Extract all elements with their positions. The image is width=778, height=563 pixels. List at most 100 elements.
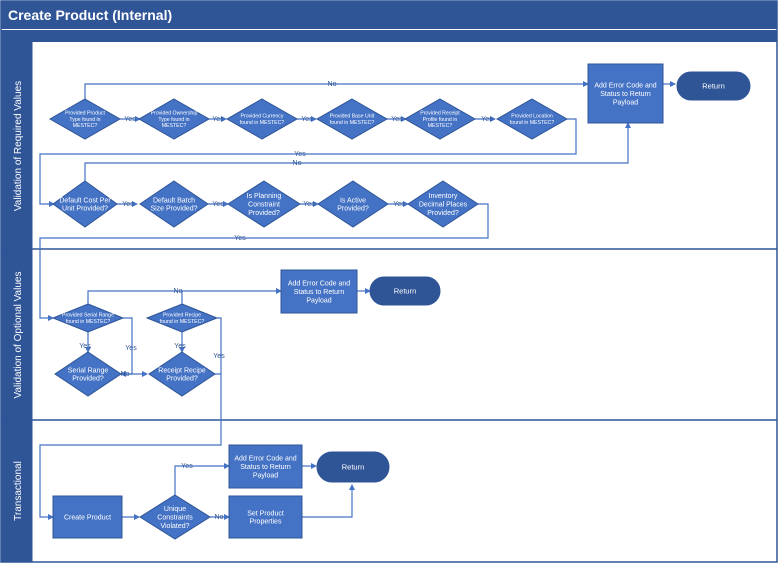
decision-recipe-found-text: found in MESTEC? bbox=[160, 319, 205, 325]
connector-no: No bbox=[215, 514, 224, 521]
decision-default-cost-text: Default Cost Per bbox=[59, 197, 111, 204]
connector-yes: Yes bbox=[181, 463, 193, 470]
decision-receipt-profile-text: Provided Receipt bbox=[420, 111, 460, 117]
decision-default-cost bbox=[52, 180, 118, 228]
connector-yes: Yes bbox=[212, 116, 224, 123]
lane-label-transactional: Transactional bbox=[13, 461, 24, 521]
error-box-transactional-text: Status to Return bbox=[240, 464, 291, 471]
decision-unique-constraints bbox=[139, 494, 211, 540]
decision-base-unit-text: Provided Base Unit bbox=[330, 114, 375, 120]
decision-unique-constraints-text: Violated? bbox=[160, 523, 189, 530]
lane-label-column bbox=[1, 42, 32, 562]
decision-inventory-decimal-text: Decimal Places bbox=[419, 201, 468, 208]
connector-no: No bbox=[293, 160, 302, 167]
decision-recipe-found-text: Provided Recipe bbox=[163, 313, 201, 319]
decision-default-batch bbox=[139, 180, 209, 228]
connector-yes: Yes bbox=[212, 201, 224, 208]
decision-planning-constraint bbox=[227, 180, 301, 228]
decision-is-active bbox=[317, 180, 389, 228]
connector-yes: Yes bbox=[481, 116, 493, 123]
decision-receipt-profile bbox=[403, 98, 477, 140]
error-box-required bbox=[587, 63, 664, 124]
decision-product-type-text: Type found in bbox=[69, 117, 100, 123]
decision-default-cost-text: Unit Provided? bbox=[62, 206, 108, 213]
connector-yes: Yes bbox=[303, 201, 315, 208]
decision-serial-range-provided-text: Serial Range bbox=[68, 367, 109, 374]
decision-serial-range-provided-text: Provided? bbox=[72, 376, 104, 383]
decision-default-batch-text: Default Batch bbox=[153, 197, 195, 204]
return-terminal-optional-text: Return bbox=[394, 287, 417, 296]
error-box-transactional-text: Payload bbox=[253, 472, 278, 479]
header-band bbox=[1, 30, 777, 42]
decision-inventory-decimal bbox=[407, 180, 479, 228]
error-box-required-text: Payload bbox=[613, 99, 638, 106]
error-box-optional-text: Add Error Code and bbox=[288, 281, 350, 288]
connector-no: No bbox=[328, 81, 337, 88]
decision-product-type bbox=[48, 98, 122, 140]
decision-location-text: Provided Location bbox=[511, 114, 553, 120]
return-terminal-required-text: Return bbox=[702, 82, 725, 91]
error-box-optional bbox=[280, 269, 358, 314]
decision-unique-constraints-text: Unique bbox=[164, 506, 186, 513]
decision-receipt-recipe-provided-text: Receipt Recipe bbox=[158, 367, 206, 374]
set-product-properties-box-text: Set Product bbox=[247, 510, 284, 517]
decision-unique-constraints-text: Constraints bbox=[157, 514, 193, 521]
title-bar bbox=[1, 1, 777, 29]
decision-ownership-type bbox=[137, 98, 211, 140]
error-box-transactional bbox=[228, 444, 303, 489]
decision-serial-range-provided bbox=[54, 351, 122, 397]
connector-yes: Yes bbox=[174, 343, 186, 350]
error-box-required-text: Status to Return bbox=[600, 91, 651, 98]
decision-receipt-profile-text: MESTEC? bbox=[428, 123, 453, 129]
error-box-required-text: Add Error Code and bbox=[594, 83, 656, 90]
set-product-properties-box bbox=[228, 495, 303, 539]
connector-yes: Yes bbox=[122, 201, 134, 208]
connector-yes: Yes bbox=[391, 116, 403, 123]
decision-inventory-decimal-text: Provided? bbox=[427, 210, 459, 217]
error-box-optional-text: Payload bbox=[306, 297, 331, 304]
decision-planning-constraint-text: Is Planning bbox=[247, 193, 282, 200]
page-title: Create Product (Internal) bbox=[8, 7, 172, 23]
connector-yes: Yes bbox=[301, 116, 313, 123]
return-terminal-optional bbox=[369, 276, 441, 306]
decision-receipt-recipe-provided-text: Provided? bbox=[166, 376, 198, 383]
decision-default-batch-text: Size Provided? bbox=[150, 206, 197, 213]
decision-base-unit bbox=[315, 98, 389, 140]
connector-yes: Yes bbox=[234, 235, 246, 242]
connector-yes: Yes bbox=[124, 116, 136, 123]
create-product-box-text: Create Product bbox=[64, 514, 111, 521]
decision-location-text: found in MESTEC? bbox=[510, 120, 555, 126]
decision-product-type-text: MESTEC? bbox=[73, 123, 98, 129]
decision-currency bbox=[225, 98, 299, 140]
decision-location bbox=[495, 98, 569, 140]
connector-yes: Yes bbox=[213, 353, 225, 360]
create-product-box bbox=[52, 495, 123, 539]
decision-inventory-decimal-text: Inventory bbox=[429, 193, 458, 200]
connector-yes: Yes bbox=[393, 201, 405, 208]
decision-ownership-type-text: Type found in bbox=[158, 117, 189, 123]
decision-serial-range-found-text: Provided Serial Range bbox=[62, 313, 114, 319]
decision-planning-constraint-text: Provided? bbox=[248, 210, 280, 217]
return-terminal-transactional bbox=[316, 451, 390, 483]
decision-currency-text: found in MESTEC? bbox=[240, 120, 285, 126]
lane-label-optional: Validation of Optional Values bbox=[13, 272, 24, 399]
error-box-transactional-text: Add Error Code and bbox=[234, 456, 296, 463]
error-box-optional-text: Status to Return bbox=[294, 289, 345, 296]
decision-ownership-type-text: MESTEC? bbox=[162, 123, 187, 129]
decision-product-type-text: Provided Product bbox=[65, 111, 105, 117]
decision-receipt-recipe-provided bbox=[148, 351, 216, 397]
connector-yes: Yes bbox=[125, 345, 137, 352]
return-terminal-transactional-text: Return bbox=[342, 463, 365, 472]
connector-yes: Yes bbox=[79, 343, 91, 350]
decision-base-unit-text: found in MESTEC? bbox=[330, 120, 375, 126]
decision-recipe-found bbox=[145, 303, 219, 333]
decision-planning-constraint-text: Constraint bbox=[248, 201, 280, 208]
connector-no: No bbox=[121, 371, 130, 378]
decision-currency-text: Provided Currency bbox=[241, 114, 284, 120]
set-product-properties-box-text: Properties bbox=[250, 519, 282, 526]
decision-serial-range-found-text: found in MESTEC? bbox=[66, 319, 111, 325]
decision-receipt-profile-text: Profile found in bbox=[423, 117, 458, 123]
connector-yes: Yes bbox=[294, 151, 306, 158]
decision-is-active-text: Is Active bbox=[340, 197, 366, 204]
